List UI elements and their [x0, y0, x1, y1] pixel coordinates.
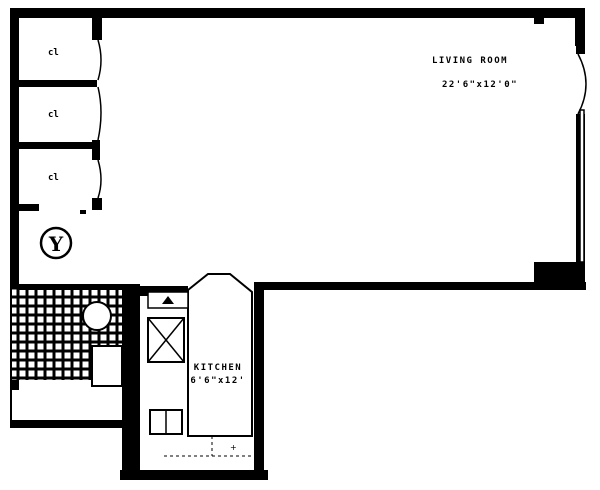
svg-text:+: + [230, 443, 237, 452]
window-right [577, 53, 587, 263]
closet-2-label: cl [48, 110, 59, 120]
closet-1: cl [48, 48, 59, 58]
closet-walls [19, 18, 102, 211]
closet-1-label: cl [48, 48, 59, 58]
entry-label: Y [48, 232, 64, 256]
living-room-dimensions: 22'6"x12'0" [442, 80, 518, 90]
vent-icon [162, 296, 174, 304]
kitchen-dimensions: 6'6"x12' [190, 376, 245, 386]
closet-doors [97, 39, 102, 199]
kitchen: + KITCHEN 6'6"x12' [147, 273, 253, 457]
living-room: LIVING ROOM 22'6"x12'0" [432, 56, 518, 90]
kitchen-counter [187, 273, 253, 437]
toilet-icon [91, 345, 123, 387]
living-room-name: LIVING ROOM [432, 56, 508, 66]
closet-3-label: cl [48, 173, 59, 183]
closet-3: cl [48, 173, 59, 183]
interior-walls [120, 282, 268, 480]
entry-marker: Y [39, 226, 73, 260]
closet-2: cl [48, 110, 59, 120]
kitchen-name: KITCHEN [194, 363, 242, 373]
doorway-marks [80, 210, 140, 306]
bathroom [10, 284, 139, 428]
sink-icon [82, 301, 112, 331]
